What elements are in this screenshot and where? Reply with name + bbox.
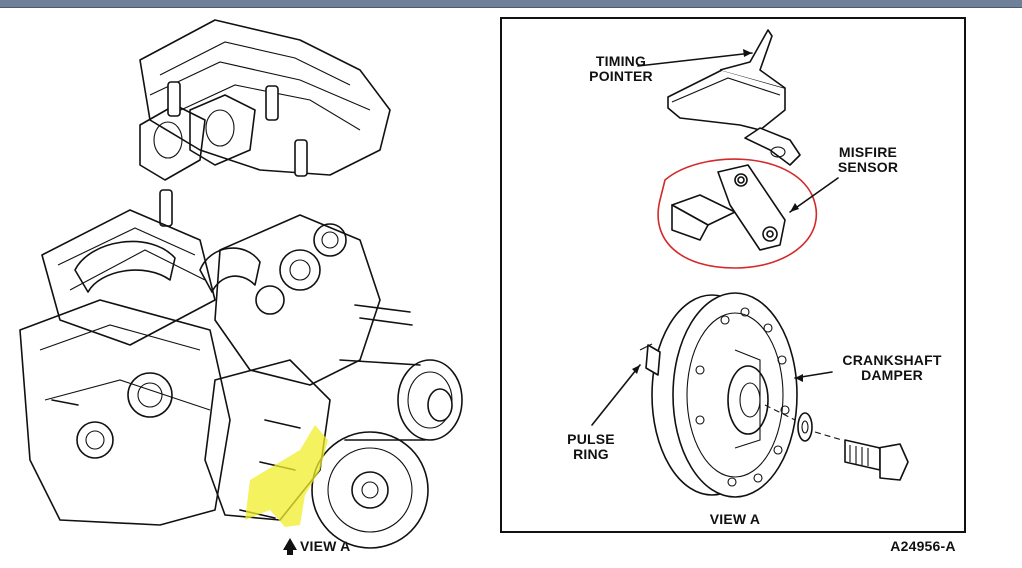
leader-lines (591, 49, 839, 426)
timing-pointer-label-line2: POINTER (589, 68, 653, 84)
timing-pointer-label-line1: TIMING (595, 53, 647, 69)
misfire-sensor-label-line1: MISFIRE (838, 144, 898, 160)
pulse-ring-label-line1: PULSE (567, 431, 615, 447)
view-a-engine-caption: VIEW A (300, 538, 351, 554)
crankshaft-damper-label-line2: DAMPER (861, 367, 923, 383)
window-title-bar (0, 0, 1022, 8)
misfire-sensor-drawing (671, 164, 786, 251)
view-a-inset-caption: VIEW A (709, 511, 761, 527)
crankshaft-damper-label: CRANKSHAFT DAMPER (832, 353, 952, 383)
misfire-sensor-label: MISFIRE SENSOR (828, 145, 908, 175)
pulse-ring-label: PULSE RING (556, 432, 626, 462)
sensor-highlight-circle (657, 158, 818, 269)
crankshaft-damper-drawing (639, 292, 798, 498)
highlight-marking (245, 425, 328, 527)
pulse-ring-label-line2: RING (573, 446, 609, 462)
view-a-arrow-icon (283, 538, 297, 555)
engine-drawing (19, 19, 463, 549)
misfire-sensor-label-line2: SENSOR (837, 159, 899, 175)
crankshaft-damper-label-line1: CRANKSHAFT (842, 352, 942, 368)
timing-pointer-drawing (667, 29, 801, 166)
washer-bolt-drawing (764, 404, 909, 481)
timing-pointer-label: TIMING POINTER (576, 54, 666, 84)
figure-code: A24956-A (890, 538, 956, 554)
view-a-inset-frame (500, 17, 966, 533)
